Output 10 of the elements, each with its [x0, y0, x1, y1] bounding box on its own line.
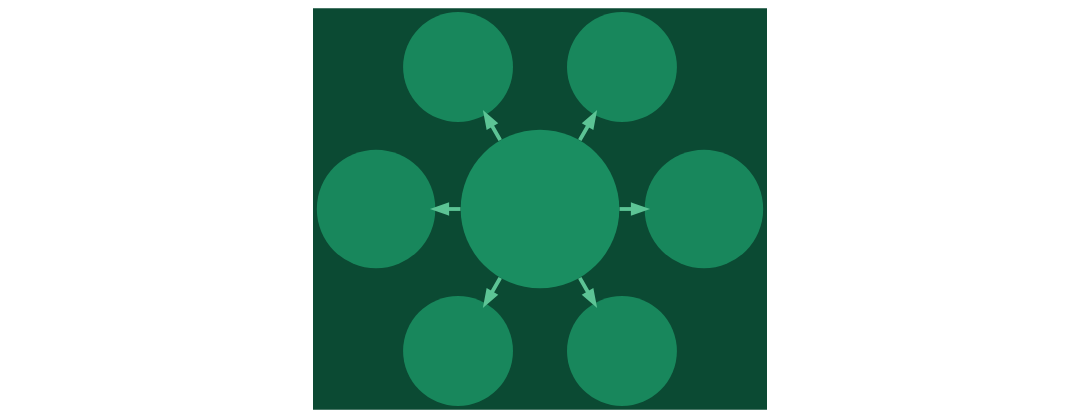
node-circle: [567, 296, 677, 406]
arrow: [482, 276, 502, 308]
node-circle: [644, 149, 764, 269]
node-circle: [316, 149, 436, 269]
node-circle: [567, 12, 677, 122]
node-circle: [403, 296, 513, 406]
node-circle: [403, 12, 513, 122]
arrow: [482, 110, 502, 142]
node-circle: [460, 129, 620, 289]
arrow: [578, 110, 598, 142]
